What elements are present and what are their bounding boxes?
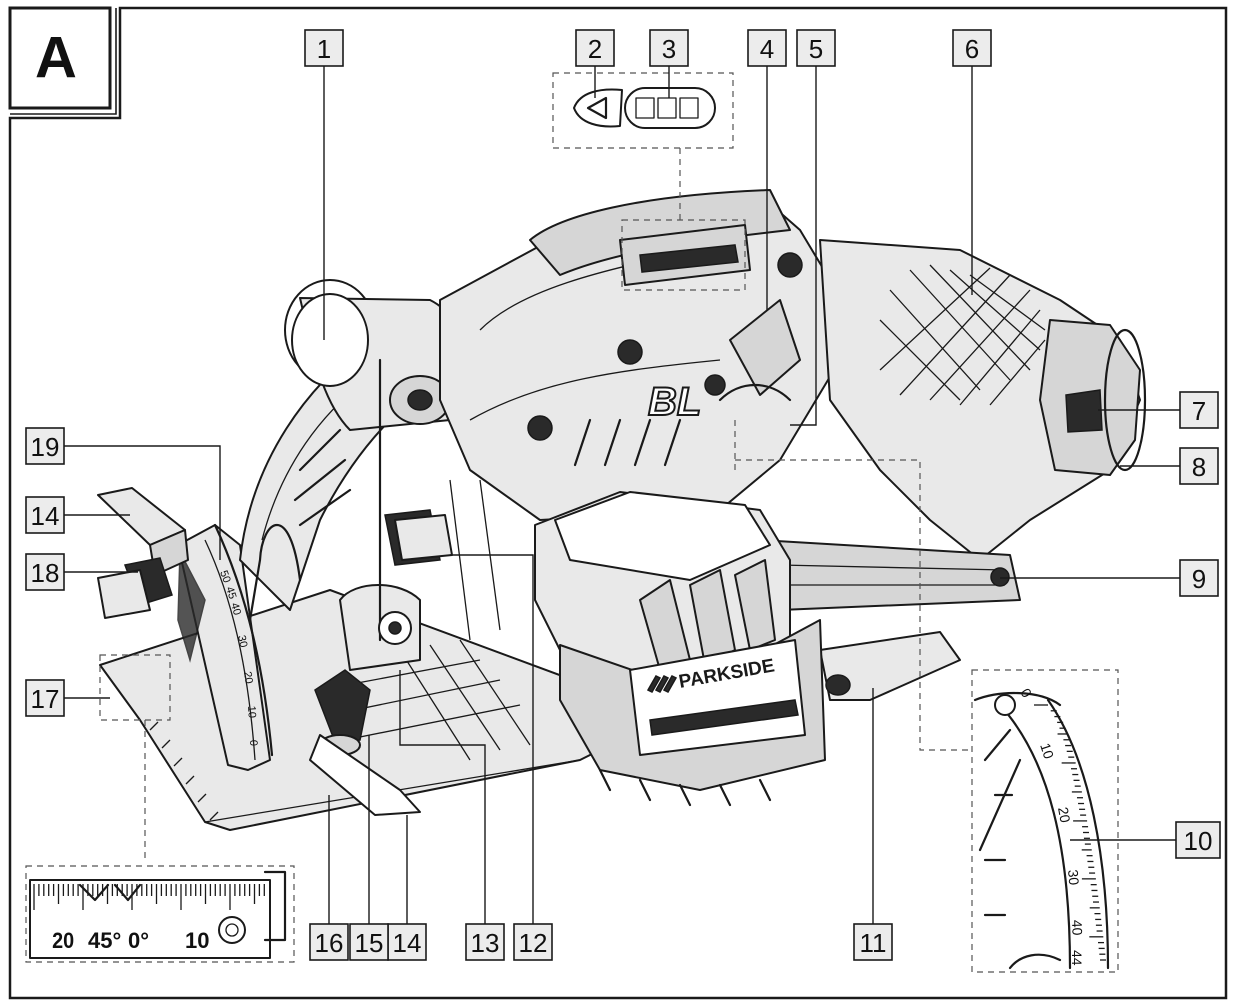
callout-12: 12 (450, 554, 553, 961)
bevel-scale: 50 45 40 30 20 10 0 (217, 569, 259, 746)
callout-number: 11 (860, 928, 887, 958)
callout-box (25, 427, 65, 465)
svg-text:40: 40 (228, 602, 243, 617)
callout-box (649, 29, 689, 67)
svg-text:0: 0 (247, 740, 259, 747)
callout-box (309, 923, 349, 961)
callout-8: 8 (1120, 447, 1219, 485)
callout-number: 9 (1192, 564, 1206, 594)
callout-number: 4 (760, 34, 774, 64)
callout-leader (64, 445, 221, 560)
callout-14: 14 (387, 815, 427, 961)
callout-number: 2 (588, 34, 602, 64)
callout-number: 8 (1192, 452, 1206, 482)
callout-number: 10 (1184, 826, 1213, 856)
battery-pack: PARKSIDE (534, 491, 826, 807)
callout-box (465, 923, 505, 961)
callout-number: 14 (31, 501, 60, 531)
callout-15: 15 (349, 735, 389, 961)
callout-number: 18 (31, 558, 60, 588)
callout-number: 6 (965, 34, 979, 64)
callout-7: 7 (1098, 391, 1219, 429)
callout-number: 3 (662, 34, 676, 64)
callout-box (853, 923, 893, 961)
callout-box (1179, 447, 1219, 485)
svg-text:44: 44 (1069, 950, 1085, 966)
callout-box (1179, 391, 1219, 429)
callout-number: 19 (31, 432, 60, 462)
svg-text:10: 10 (1037, 741, 1057, 761)
callout-box (1175, 821, 1221, 859)
svg-text:45°: 45° (88, 928, 121, 953)
callout-box (349, 923, 389, 961)
callout-box (575, 29, 615, 67)
callout-2: 2 (575, 29, 615, 98)
callout-box (747, 29, 787, 67)
callout-19: 19 (25, 427, 221, 560)
callout-number: 1 (317, 34, 331, 64)
callout-box (1179, 559, 1219, 597)
callout-leader (399, 670, 486, 924)
callout-11: 11 (853, 688, 893, 961)
callout-number: 7 (1192, 396, 1206, 426)
callout-10: 10 (1070, 821, 1221, 859)
circular-saw-illustration: 50 45 40 30 20 10 0 (97, 189, 1147, 831)
scale-inset: 20 45° 0° 10 (25, 654, 295, 963)
indicator-inset (552, 72, 746, 291)
callout-number: 15 (355, 928, 384, 958)
callout-box (25, 553, 65, 591)
callout-3: 3 (649, 29, 689, 98)
callout-number: 14 (393, 928, 422, 958)
svg-text:30: 30 (235, 634, 249, 648)
callout-box (513, 923, 553, 961)
callout-9: 9 (1000, 559, 1219, 597)
callout-5: 5 (790, 29, 836, 426)
callout-leader (450, 554, 534, 924)
svg-text:40: 40 (1069, 920, 1086, 936)
svg-text:50: 50 (217, 569, 232, 585)
svg-text:20: 20 (52, 929, 74, 953)
callout-4: 4 (747, 29, 787, 310)
svg-text:0: 0 (1017, 686, 1035, 701)
figure-label: A (35, 26, 77, 91)
callout-box (304, 29, 344, 67)
callout-number: 17 (31, 684, 60, 714)
callout-number: 13 (471, 928, 500, 958)
callout-14: 14 (25, 496, 130, 534)
callout-box (25, 496, 65, 534)
callout-box (796, 29, 836, 67)
svg-text:30: 30 (1065, 869, 1082, 886)
svg-text:45: 45 (223, 585, 238, 600)
callout-16: 16 (309, 795, 349, 961)
svg-text:20: 20 (241, 671, 255, 685)
callout-13: 13 (399, 670, 505, 961)
callout-number: 5 (809, 34, 823, 64)
figure-frame: A (8, 6, 1228, 1000)
model-lettering: BL (648, 380, 701, 424)
svg-text:10: 10 (245, 705, 258, 718)
callout-18: 18 (25, 553, 138, 591)
callout-6: 6 (952, 29, 992, 295)
callout-box (387, 923, 427, 961)
svg-text:20: 20 (1055, 806, 1073, 824)
callout-17: 17 (25, 679, 110, 717)
callout-box (25, 679, 65, 717)
callout-1: 1 (304, 29, 344, 340)
callout-number: 12 (519, 928, 548, 958)
callout-number: 16 (315, 928, 344, 958)
svg-text:10: 10 (185, 928, 209, 953)
svg-text:0°: 0° (128, 928, 149, 953)
callout-leader (790, 66, 817, 426)
callout-box (952, 29, 992, 67)
